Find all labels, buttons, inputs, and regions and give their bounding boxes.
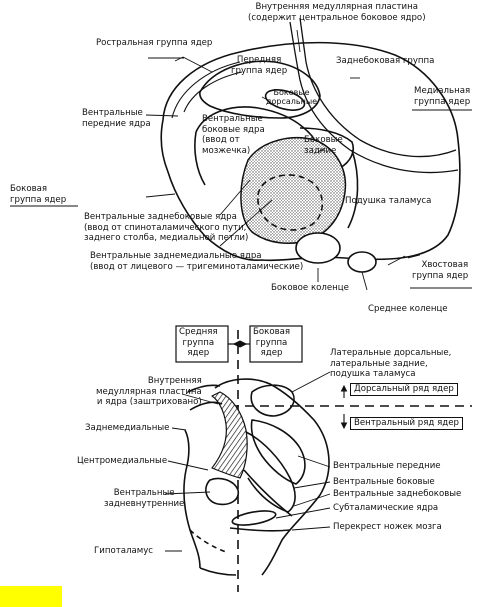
top-thalamus-drawing xyxy=(160,17,461,273)
label-ventral-posteromedial-top: Вентральные заднемедиальные ядра (ввод о… xyxy=(90,251,304,272)
label-lateral-group-top: Боковая группа ядер xyxy=(10,184,67,205)
section-outline xyxy=(214,378,330,576)
hypothalamus-region xyxy=(189,529,227,553)
internal-medullary-lamina xyxy=(211,391,248,479)
label-lateral-dorsal: Боковые дорсальные xyxy=(266,88,318,106)
label-subthalamic: Субталамические ядра xyxy=(333,503,439,513)
label-internal-lamina-bottom: Внутренняя медуллярная пластина и ядра (… xyxy=(96,376,202,407)
label-dorsomedial: Заднемедиальные xyxy=(85,423,170,433)
label-centromedian: Центромедиальные xyxy=(77,456,168,466)
label-ventral-row: Вентральный ряд ядер xyxy=(350,417,463,430)
lateral-geniculate-body xyxy=(295,232,341,264)
ventral-posteromedial-oval xyxy=(205,477,240,506)
ventral-anterior-region xyxy=(250,419,306,485)
label-ventral-posterolateral-bottom: Вентральные заднебоковые xyxy=(333,489,462,499)
yellow-highlight-marker xyxy=(0,586,62,607)
label-peduncle-decussation: Перекрест ножек мозга xyxy=(333,522,442,532)
bottom-header-boxes xyxy=(175,325,303,363)
label-middle-group: Средняя группа ядер xyxy=(179,327,218,358)
label-dorsal-row: Дорсальный ряд ядер xyxy=(350,383,458,396)
label-lateral-posterior-group: Заднебоковая группа xyxy=(336,56,435,66)
thalamus-outline xyxy=(160,41,461,262)
label-medial-group-top: Медиальная группа ядер xyxy=(414,86,471,107)
top-leader-lines xyxy=(145,29,421,291)
label-caudal-group: Хвостовая группа ядер xyxy=(412,260,469,281)
label-lateral-group-bottom: Боковая группа ядер xyxy=(253,327,291,358)
label-anterior-group: Передняя группа ядер xyxy=(231,55,288,76)
top-group-underlines xyxy=(10,57,472,289)
bottom-leader-lines xyxy=(164,371,331,552)
label-rostral-group: Ростральная группа ядер xyxy=(96,38,213,48)
label-ventral-lateral-bottom: Вентральные боковые xyxy=(333,477,435,487)
label-internal-lamina-top: Внутренняя медуллярная пластина (содержи… xyxy=(248,2,426,23)
label-medial-geniculate: Среднее коленце xyxy=(368,304,448,314)
ventral-posterolateral-band xyxy=(243,469,293,517)
bottom-thalamus-section xyxy=(183,378,330,576)
medial-geniculate-body xyxy=(347,251,377,273)
label-ventral-lateral-top: Вентральные боковые ядра (ввод от мозжеч… xyxy=(202,114,265,156)
ventral-posteromedial-region xyxy=(257,174,324,231)
label-lateral-dorsal-group: Латеральные дорсальные, латеральные задн… xyxy=(330,348,452,379)
label-ventral-anterior-top: Вентральные передние ядра xyxy=(82,108,151,129)
label-lateral-posterior: Боковые задние xyxy=(304,135,343,156)
lateral-dorsal-nucleus xyxy=(264,89,306,111)
label-ventral-posteromedial-bottom: Вентральные задневнутренние xyxy=(104,488,185,509)
label-ventral-anterior-bottom: Вентральные передние xyxy=(333,461,441,471)
dorsal-nuclei-oval xyxy=(250,384,295,417)
subthalamic-nucleus xyxy=(231,510,277,526)
label-lateral-geniculate: Боковое коленце xyxy=(271,283,349,293)
ventral-lateral-region xyxy=(245,431,296,513)
label-ventral-posterolateral-top: Вентральные заднебоковые ядра (ввод от с… xyxy=(84,212,249,243)
label-hypothalamus: Гипоталамус xyxy=(94,546,154,556)
label-pulvinar: Подушка таламуса xyxy=(345,196,432,206)
